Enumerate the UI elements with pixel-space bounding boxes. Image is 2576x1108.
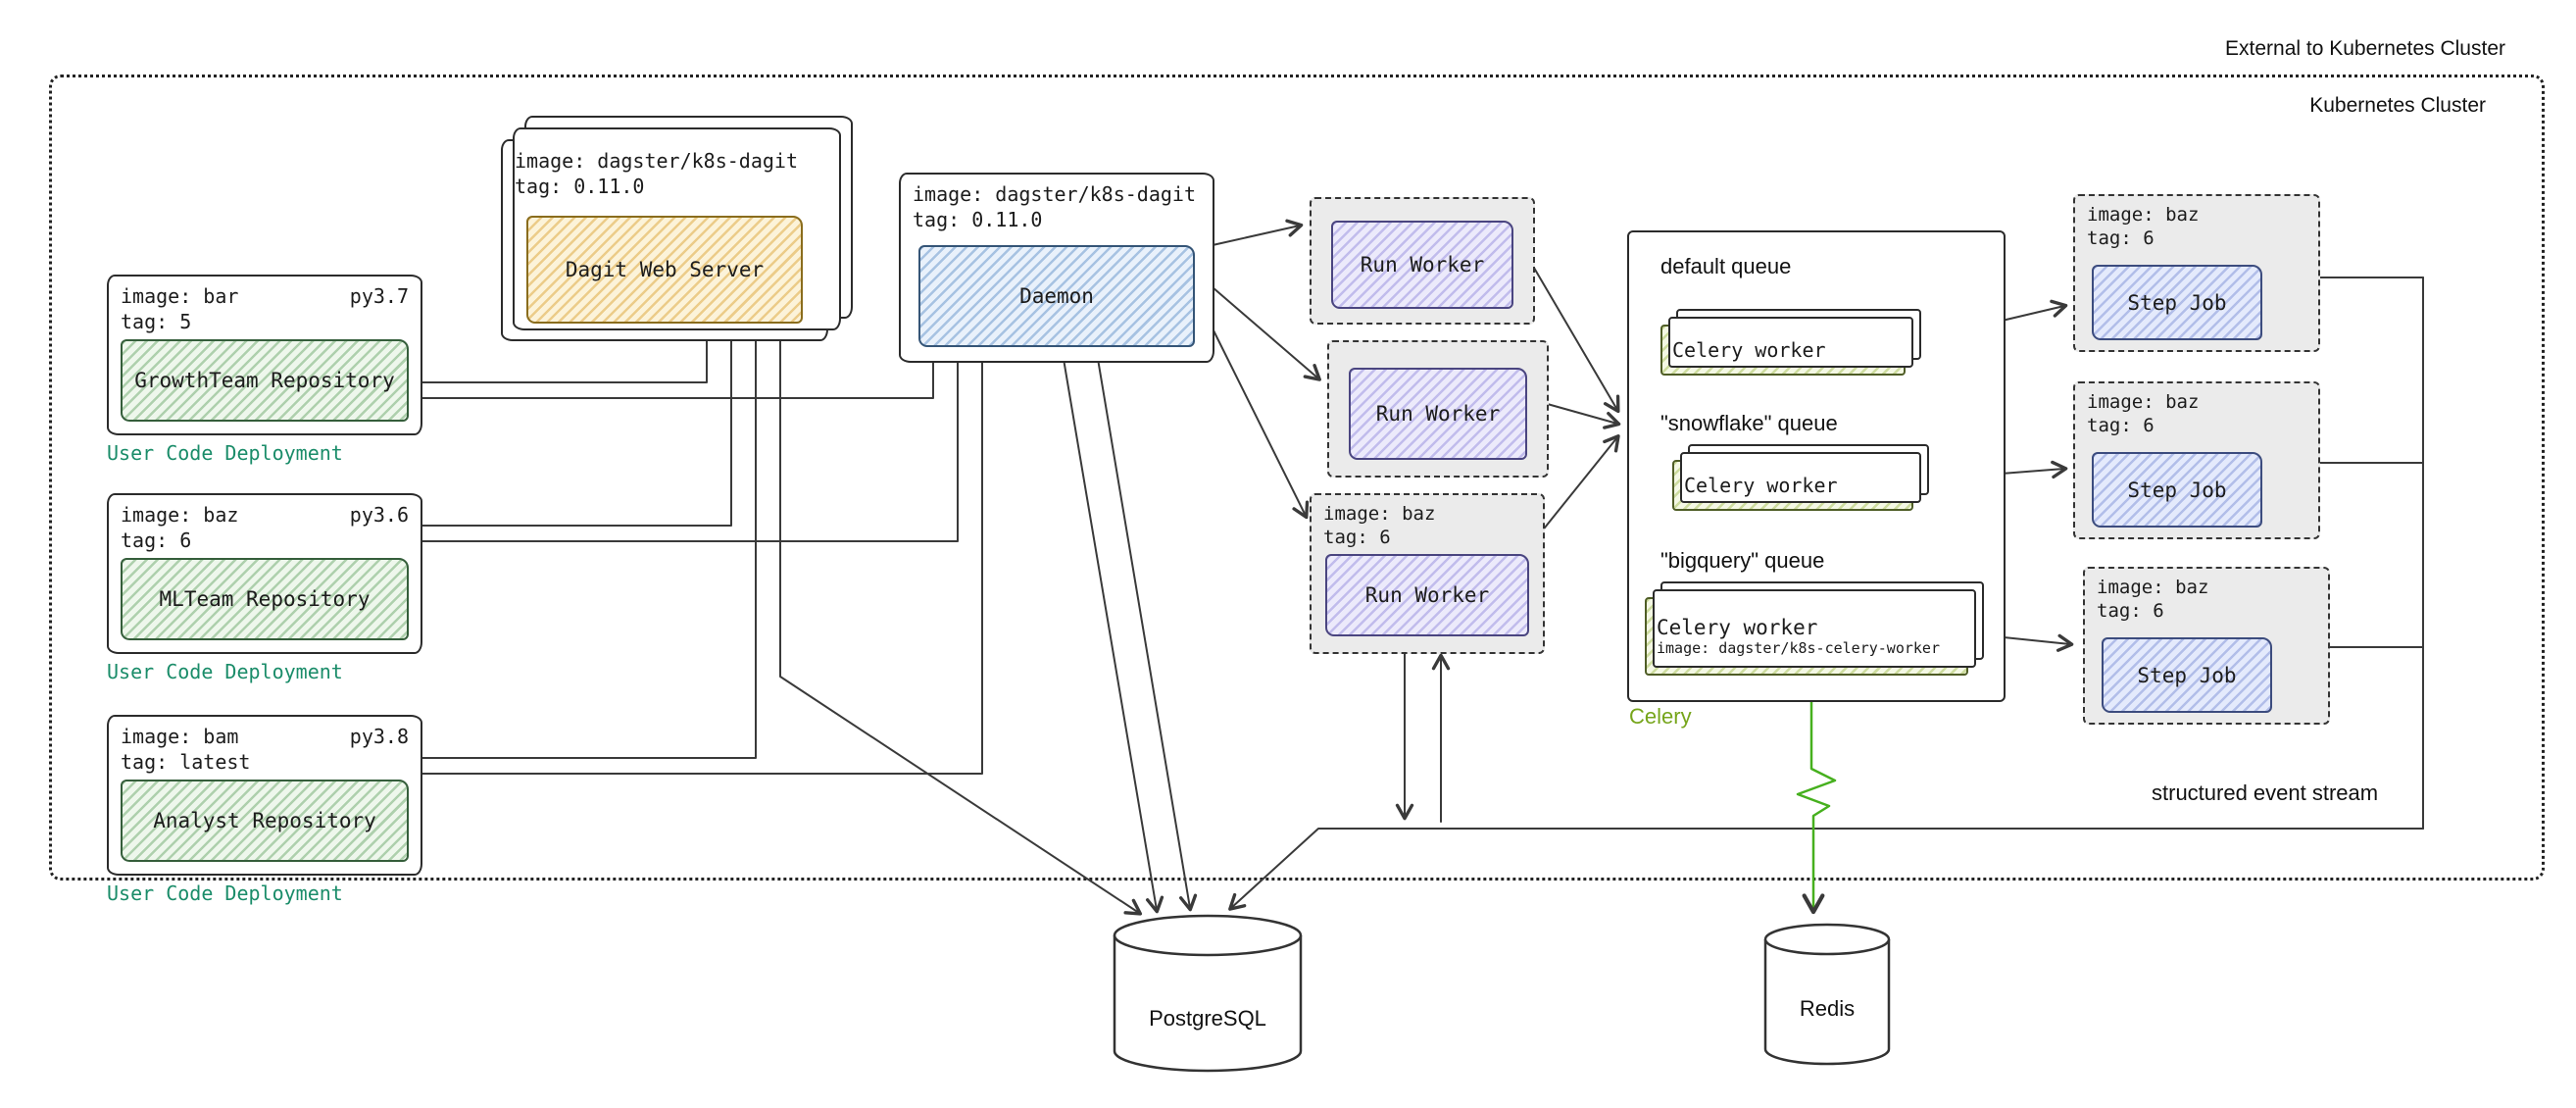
external-cluster-label: External to Kubernetes Cluster bbox=[2225, 37, 2505, 60]
redis-broker-line bbox=[1796, 696, 1837, 915]
celery-worker-default: Celery worker bbox=[1660, 325, 1906, 376]
event-stream-label: structured event stream bbox=[2152, 781, 2379, 805]
event-stream-line bbox=[1228, 828, 2424, 911]
step-job-box: Step Job bbox=[2102, 637, 2272, 713]
image-tag-header: image: bam py3.8 bbox=[121, 725, 409, 748]
queue-label-snowflake: "snowflake" queue bbox=[1660, 411, 1838, 435]
run-worker-box: Run Worker bbox=[1325, 554, 1529, 636]
queue-label-bigquery: "bigquery" queue bbox=[1660, 548, 1825, 573]
queue-label-default: default queue bbox=[1660, 254, 1792, 278]
image-tag-header: image: baz py3.6 bbox=[121, 503, 409, 527]
celery-worker-label: Celery worker bbox=[1672, 338, 1826, 362]
dagit-label: Dagit Web Server bbox=[565, 258, 765, 281]
run-worker-label: Run Worker bbox=[1360, 253, 1485, 277]
user-code-deployment-caption-2: User Code Deployment bbox=[107, 660, 343, 683]
celery-worker-bigquery: Celery worker image: dagster/k8s-celery-… bbox=[1645, 597, 1968, 676]
image-tag-header: image: bar py3.7 bbox=[121, 284, 409, 308]
celery-worker-image: image: dagster/k8s-celery-worker bbox=[1657, 639, 1940, 657]
repository-box: Analyst Repository bbox=[121, 780, 409, 862]
tag-label: tag: 5 bbox=[121, 310, 192, 333]
user-code-deployment-3: image: bam py3.8 tag: latest Analyst Rep… bbox=[107, 715, 422, 876]
user-code-deployment-caption-1: User Code Deployment bbox=[107, 441, 343, 465]
repository-label: Analyst Repository bbox=[153, 809, 376, 832]
user-code-deployment-2: image: baz py3.6 tag: 6 MLTeam Repositor… bbox=[107, 493, 422, 654]
daemon-label: Daemon bbox=[1019, 284, 1094, 308]
step-job-box: Step Job bbox=[2092, 452, 2262, 528]
daemon-box: Daemon bbox=[918, 245, 1195, 347]
run-worker-pod-3: image: baz tag: 6 Run Worker bbox=[1310, 493, 1545, 654]
image-label: image: bar bbox=[121, 284, 239, 308]
redis-cylinder: Redis bbox=[1762, 922, 1892, 1071]
image-label: image: baz bbox=[1323, 503, 1436, 525]
tag-label: tag: 0.11.0 bbox=[913, 208, 1043, 231]
postgresql-label: PostgreSQL bbox=[1149, 1006, 1266, 1031]
tag-label: tag: 0.11.0 bbox=[515, 175, 645, 198]
tag-label: tag: 6 bbox=[2087, 415, 2155, 436]
cylinder-shape bbox=[1113, 914, 1303, 1073]
tag-label: tag: 6 bbox=[2087, 227, 2155, 249]
repository-box: GrowthTeam Repository bbox=[121, 339, 409, 422]
tag-label: tag: latest bbox=[121, 750, 251, 774]
user-code-deployment-caption-3: User Code Deployment bbox=[107, 881, 343, 905]
image-label: image: dagster/k8s-dagit bbox=[913, 182, 1196, 206]
repository-box: MLTeam Repository bbox=[121, 558, 409, 640]
step-job-label: Step Job bbox=[2127, 478, 2227, 502]
run-worker-box: Run Worker bbox=[1349, 368, 1527, 460]
run-worker-label: Run Worker bbox=[1364, 583, 1490, 607]
run-worker-pod-1: Run Worker bbox=[1310, 197, 1535, 325]
run-worker-label: Run Worker bbox=[1375, 402, 1501, 426]
step-job-pod-2: image: baz tag: 6 Step Job bbox=[2073, 381, 2320, 539]
run-worker-pod-2: Run Worker bbox=[1327, 340, 1549, 478]
postgresql-cylinder: PostgreSQL bbox=[1112, 912, 1304, 1079]
celery-worker-label: Celery worker bbox=[1657, 616, 1818, 639]
celery-worker-label: Celery worker bbox=[1684, 474, 1838, 497]
daemon: image: dagster/k8s-dagit tag: 0.11.0 Dae… bbox=[899, 173, 1214, 363]
image-label: image: dagster/k8s-dagit bbox=[515, 149, 798, 173]
step-job-pod-1: image: baz tag: 6 Step Job bbox=[2073, 194, 2320, 352]
image-label: image: baz bbox=[2087, 391, 2200, 413]
step-job-pod-3: image: baz tag: 6 Step Job bbox=[2083, 567, 2330, 725]
python-version: py3.6 bbox=[349, 503, 409, 527]
celery-worker-snowflake: Celery worker bbox=[1672, 460, 1913, 511]
tag-label: tag: 6 bbox=[1323, 527, 1391, 548]
python-version: py3.8 bbox=[349, 725, 409, 748]
python-version: py3.7 bbox=[349, 284, 409, 308]
dagit-box: Dagit Web Server bbox=[526, 216, 803, 324]
image-label: image: baz bbox=[2087, 204, 2200, 226]
tag-label: tag: 6 bbox=[2097, 600, 2164, 622]
kubernetes-cluster-label: Kubernetes Cluster bbox=[2309, 94, 2486, 117]
celery-caption: Celery bbox=[1629, 704, 1692, 729]
cylinder-shape bbox=[1763, 923, 1891, 1066]
image-label: image: bam bbox=[121, 725, 239, 748]
step-job-label: Step Job bbox=[2137, 663, 2237, 687]
step-job-box: Step Job bbox=[2092, 265, 2262, 340]
dagit-web-server: image: dagster/k8s-dagit tag: 0.11.0 Dag… bbox=[501, 139, 828, 341]
user-code-deployment-1: image: bar py3.7 tag: 5 GrowthTeam Repos… bbox=[107, 275, 422, 435]
image-label: image: baz bbox=[121, 503, 239, 527]
image-label: image: baz bbox=[2097, 577, 2209, 598]
run-worker-box: Run Worker bbox=[1331, 221, 1513, 309]
tag-label: tag: 6 bbox=[121, 529, 192, 552]
redis-label: Redis bbox=[1799, 996, 1856, 1021]
celery-container: default queue Celery worker "snowflake" … bbox=[1627, 230, 2006, 702]
step-job-label: Step Job bbox=[2127, 290, 2227, 315]
kubernetes-cluster-boundary bbox=[49, 75, 2545, 881]
repository-label: GrowthTeam Repository bbox=[134, 369, 395, 392]
repository-label: MLTeam Repository bbox=[159, 587, 371, 611]
